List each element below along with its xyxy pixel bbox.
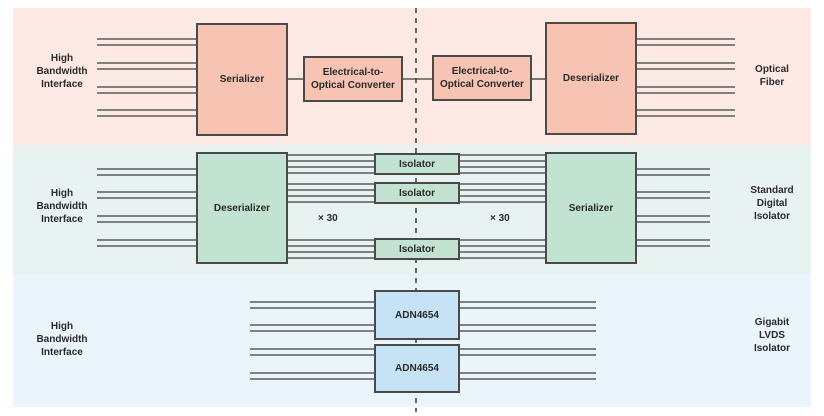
channel-multiplier-left: × 30 [318,213,338,224]
deserializer-block: Deserializer [196,152,288,264]
band-digital-left-label: High Bandwidth Interface [36,188,88,225]
isolator-block: Isolator [374,182,460,204]
band-optical-background [13,8,811,145]
isolator-block: Isolator [374,238,460,260]
band-lvds-left-label: High Bandwidth Interface [36,321,88,358]
channel-multiplier-right: × 30 [490,213,510,224]
electrical-to-optical-converter-left: Electrical-to- Optical Converter [303,56,403,102]
adn4654-isolator-block: ADN4654 [374,344,460,393]
band-optical-right-label: Optical Fiber [755,64,789,88]
isolator-block: Isolator [374,153,460,175]
band-optical-left-label: High Bandwidth Interface [36,53,88,90]
electrical-to-optical-converter-right: Electrical-to- Optical Converter [432,55,532,101]
adn4654-isolator-block: ADN4654 [374,290,460,340]
serializer-block: Serializer [545,152,637,264]
band-lvds-right-label: Gigabit LVDS Isolator [753,317,791,354]
signal-lines [97,38,735,380]
deserializer-block: Deserializer [545,22,637,135]
band-digital-right-label: Standard Digital Isolator [750,185,794,222]
serializer-block: Serializer [196,23,288,136]
